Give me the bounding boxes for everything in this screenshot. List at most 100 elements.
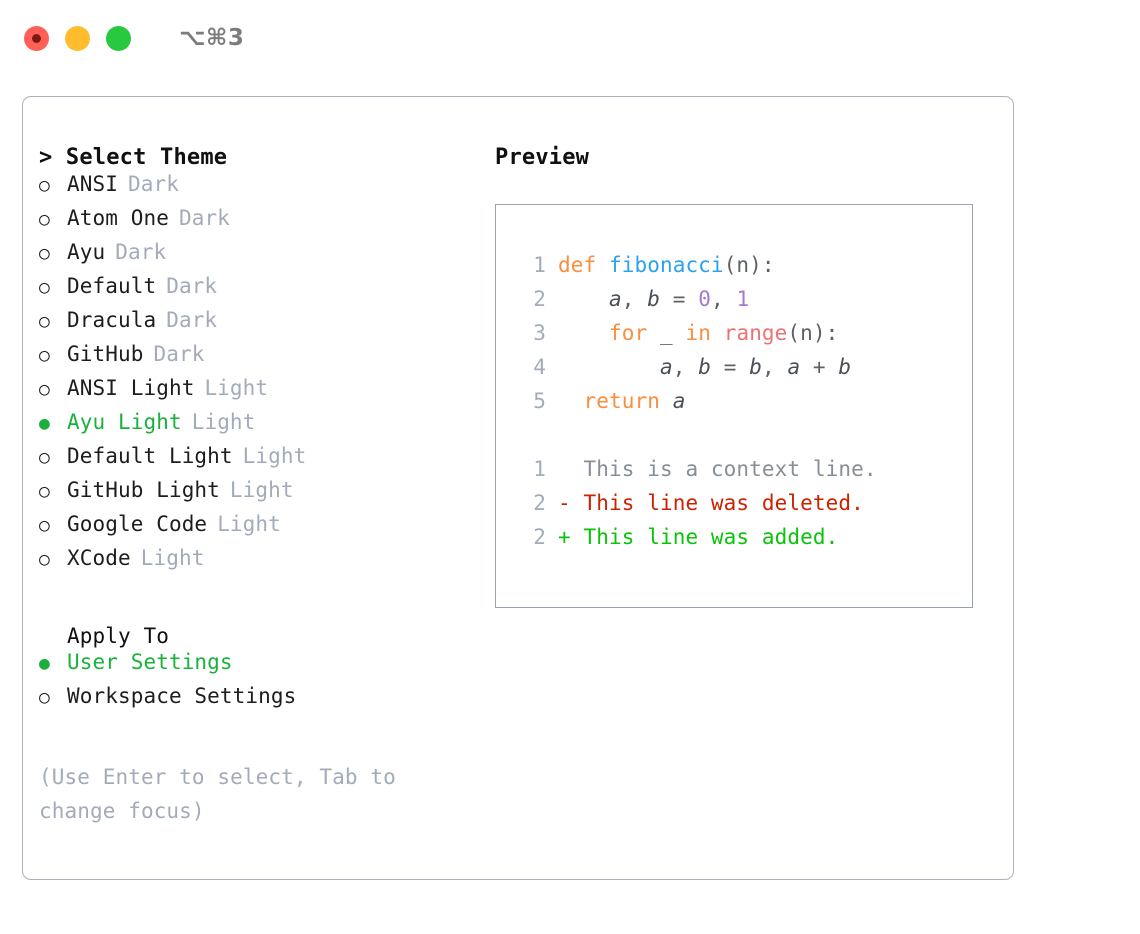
code-token-plain — [558, 287, 609, 311]
line-number: 1 — [533, 253, 546, 277]
diff-line-content: This line was added. — [583, 525, 839, 549]
code-token-keyword: in — [685, 321, 711, 345]
title-bar: ⌥⌘3 — [0, 0, 1140, 76]
theme-variant-badge: Light — [140, 546, 205, 570]
radio-unselected-icon: ○ — [39, 209, 50, 230]
code-token-punct: = — [710, 355, 750, 379]
code-token-builtin: range — [723, 321, 788, 345]
theme-variant-badge: Dark — [166, 308, 218, 332]
apply-to-list[interactable]: ● User Settings ○Workspace Settings — [39, 650, 493, 718]
radio-unselected-icon: ○ — [39, 515, 50, 536]
theme-variant-badge: Light — [242, 444, 307, 468]
code-token-var: b — [647, 287, 660, 311]
line-number: 3 — [533, 321, 546, 345]
theme-variant-badge: Dark — [127, 172, 179, 196]
radio-unselected-icon: ○ — [39, 175, 50, 196]
theme-option-ansi[interactable]: ○ ANSI Dark — [39, 172, 493, 206]
apply-to-option-workspace-settings[interactable]: ○Workspace Settings — [39, 684, 493, 718]
code-token-punct: = — [659, 287, 699, 311]
line-number: 4 — [533, 355, 546, 379]
code-line-content: def fibonacci(n): — [558, 253, 775, 277]
code-token-var: b — [838, 355, 852, 379]
radio-unselected-icon: ○ — [39, 311, 50, 332]
code-token-var: a — [608, 287, 622, 311]
diff-block: 1 This is a context line.2- This line wa… — [512, 457, 972, 559]
radio-unselected-icon: ○ — [39, 277, 50, 298]
code-token-var: a — [659, 355, 673, 379]
preview-heading: Preview — [495, 145, 590, 170]
theme-variant-badge: Dark — [115, 240, 167, 264]
theme-variant-badge: Light — [204, 376, 269, 400]
code-line-content: for _ in range(n): — [558, 321, 838, 345]
code-token-punct: + — [800, 355, 839, 379]
diff-line-added: 2 + This line was added. — [512, 525, 972, 559]
code-token-var: b — [698, 355, 711, 379]
theme-option-label: Default — [67, 274, 157, 298]
code-token-punct: , — [621, 287, 648, 311]
code-token-punct: _ — [647, 321, 686, 345]
theme-option-label: Default Light — [67, 444, 233, 468]
line-number: 2 — [533, 525, 546, 549]
traffic-light-group — [24, 25, 131, 51]
diff-marker: + — [558, 525, 584, 549]
radio-selected-icon: ● — [39, 413, 50, 434]
apply-to-option-label: Workspace Settings — [67, 684, 297, 708]
line-number: 2 — [533, 491, 546, 515]
theme-option-label: XCode — [67, 546, 131, 570]
theme-option-label: ANSI — [67, 172, 118, 196]
code-token-plain — [558, 321, 609, 345]
code-line-content: a, b = b, a + b — [558, 355, 851, 379]
minimize-button[interactable] — [65, 25, 90, 51]
code-token-var: b — [749, 355, 762, 379]
diff-line-content: This is a context line. — [583, 457, 877, 481]
apply-to-option-user-settings[interactable]: ● User Settings — [39, 650, 493, 684]
code-line: 5 return a — [512, 389, 972, 423]
theme-variant-badge: Dark — [153, 342, 205, 366]
code-line: 1 def fibonacci(n): — [512, 253, 972, 287]
code-diff-separator — [512, 423, 972, 457]
close-button[interactable] — [24, 25, 49, 51]
radio-unselected-icon: ○ — [39, 243, 50, 264]
theme-option-default-light[interactable]: ○ Default Light Light — [39, 444, 493, 478]
diff-line-context: 1 This is a context line. — [512, 457, 972, 491]
theme-variant-badge: Light — [229, 478, 294, 502]
code-token-function: fibonacci — [608, 253, 724, 277]
code-token-plain — [558, 355, 660, 379]
code-token-punct — [660, 389, 673, 413]
theme-variant-badge: Light — [217, 512, 281, 536]
radio-unselected-icon: ○ — [39, 345, 50, 366]
apply-to-option-label: User Settings — [67, 650, 233, 674]
line-number: 5 — [533, 389, 546, 413]
code-line: 2 a, b = 0, 1 — [512, 287, 972, 321]
radio-unselected-icon: ○ — [39, 481, 50, 502]
zoom-button[interactable] — [106, 25, 131, 51]
radio-unselected-icon: ○ — [39, 447, 50, 468]
code-token-plain — [558, 389, 584, 413]
code-token-number: 1 — [736, 287, 750, 311]
theme-variant-badge: Light — [191, 410, 256, 434]
code-token-var: a — [787, 355, 801, 379]
diff-marker: - — [558, 491, 584, 515]
line-number: 2 — [533, 287, 546, 311]
code-token-punct: (n): — [723, 253, 775, 277]
radio-selected-icon: ● — [39, 653, 50, 674]
code-token-punct: , — [672, 355, 699, 379]
code-token-keyword: for — [608, 321, 648, 345]
code-token-punct — [711, 321, 724, 345]
